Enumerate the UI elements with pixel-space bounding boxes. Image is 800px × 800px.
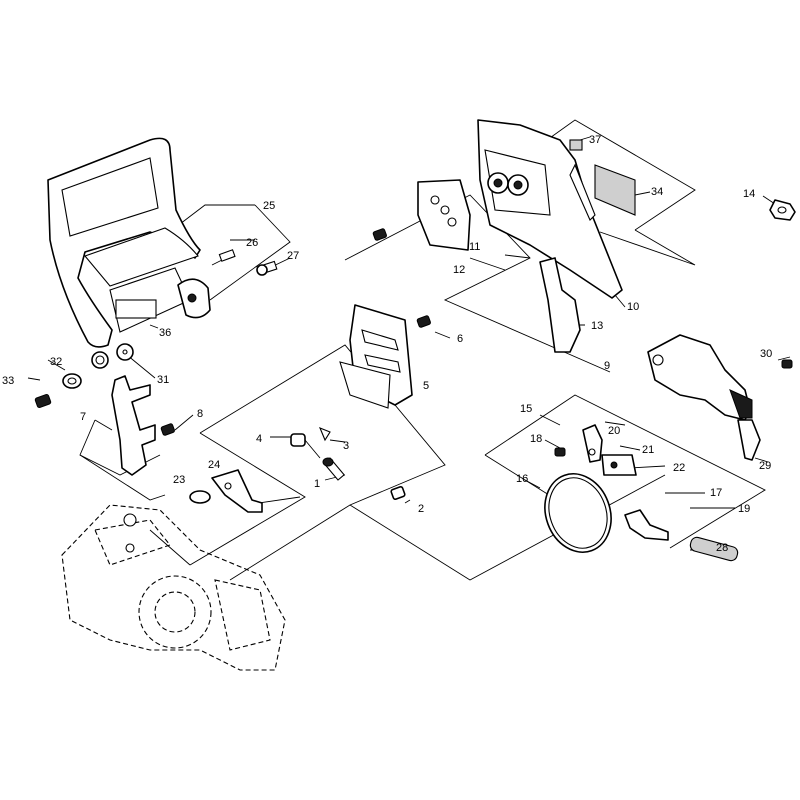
callout-32: 32 [50,356,62,368]
callout-10: 10 [627,301,639,313]
callout-30: 30 [760,348,772,360]
callout-9: 9 [604,360,610,372]
bar-plate [372,179,471,251]
oil-fittings [290,427,406,500]
tension-plate [539,257,581,353]
callout-31: 31 [157,374,169,386]
callout-36: 36 [159,327,171,339]
callout-3: 3 [343,440,349,452]
callout-28: 28 [716,542,728,554]
sprocket-cover [477,119,623,299]
pivot-parts [177,249,278,319]
callout-labels: 1 2 3 4 5 6 7 8 9 10 11 12 13 14 15 16 1… [2,134,772,554]
callout-6: 6 [457,333,463,345]
front-handguard [47,137,201,369]
callout-1: 1 [314,478,320,490]
callout-23: 23 [173,474,185,486]
callout-24: 24 [208,459,220,471]
callout-13: 13 [591,320,603,332]
handle-fasteners [34,343,134,409]
callout-7: 7 [80,411,86,423]
callout-14: 14 [743,188,755,200]
callout-21: 21 [642,444,654,456]
callout-33: 33 [2,375,14,387]
callout-15: 15 [520,403,532,415]
callout-16: 16 [516,473,528,485]
brake-components [544,424,739,562]
callout-25: 25 [263,200,275,212]
callout-12: 12 [453,264,465,276]
callout-34: 34 [651,186,663,198]
callout-18: 18 [530,433,542,445]
crankcase [61,504,286,671]
guide-plates [339,304,431,409]
callout-11: 11 [469,241,480,253]
callout-8: 8 [197,408,203,420]
callout-17: 17 [710,487,722,499]
decals [569,139,636,216]
callout-20: 20 [608,425,620,437]
oil-pump-plate [189,469,263,513]
callout-2: 2 [418,503,424,515]
callout-5: 5 [423,380,429,392]
chain-catcher [111,375,175,476]
callout-26: 26 [246,237,258,249]
callout-29: 29 [759,460,771,472]
callout-37: 37 [589,134,601,146]
callout-22: 22 [673,462,685,474]
callout-4: 4 [256,433,262,445]
callout-19: 19 [738,503,750,515]
brake-housing [647,334,793,461]
callout-27: 27 [287,250,299,262]
bar-nut [769,199,796,221]
